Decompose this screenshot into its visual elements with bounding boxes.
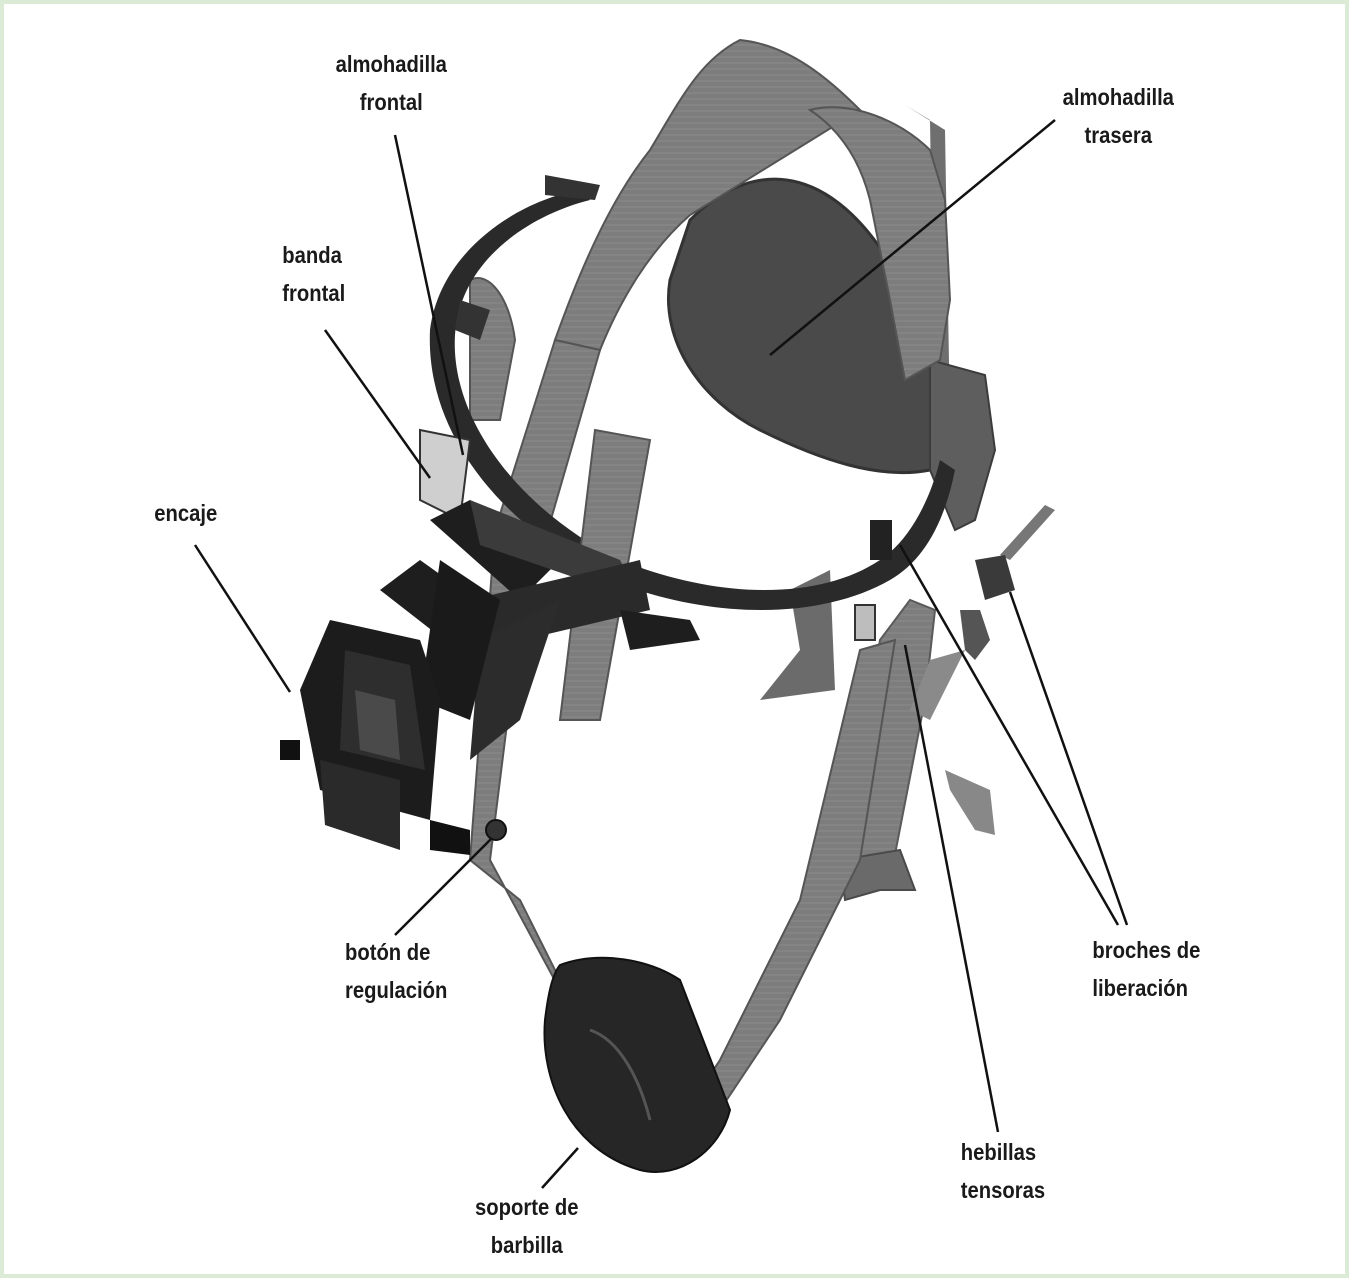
label-boton-regulacion-line2: regulación — [345, 971, 447, 1009]
leader-broches-2 — [900, 545, 1118, 925]
label-almohadilla-trasera-line2: trasera — [1063, 116, 1174, 154]
label-hebillas-tensoras: hebillas tensoras — [961, 1133, 1045, 1209]
label-almohadilla-frontal-line2: frontal — [336, 83, 447, 121]
label-soporte-barbilla-line1: soporte de — [475, 1188, 578, 1226]
leader-banda-frontal — [325, 330, 430, 478]
label-boton-regulacion: botón de regulación — [345, 933, 447, 1009]
leader-hebillas-tensoras — [905, 645, 998, 1132]
label-banda-frontal-line2: frontal — [282, 274, 345, 312]
label-banda-frontal: banda frontal — [282, 236, 345, 312]
tension-buckle-shape — [855, 605, 875, 640]
label-hebillas-tensoras-line2: tensoras — [961, 1171, 1045, 1209]
label-banda-frontal-line1: banda — [282, 236, 345, 274]
release-buckle-shape — [870, 520, 892, 560]
leader-soporte-barbilla — [542, 1148, 578, 1188]
label-encaje-line1: encaje — [154, 494, 217, 532]
label-almohadilla-frontal-line1: almohadilla — [336, 45, 447, 83]
label-almohadilla-trasera: almohadilla trasera — [1063, 78, 1174, 154]
leader-encaje — [195, 545, 290, 692]
label-soporte-barbilla: soporte de barbilla — [475, 1188, 578, 1264]
leader-broches-1 — [1010, 592, 1127, 925]
label-broches-liberacion: broches de liberación — [1092, 931, 1200, 1007]
label-boton-regulacion-line1: botón de — [345, 933, 447, 971]
label-encaje: encaje — [154, 494, 217, 532]
chin-cup-shape — [544, 958, 730, 1172]
label-almohadilla-frontal: almohadilla frontal — [336, 45, 447, 121]
label-broches-liberacion-line1: broches de — [1092, 931, 1200, 969]
label-almohadilla-trasera-line1: almohadilla — [1063, 78, 1174, 116]
leader-boton-regulacion — [395, 838, 492, 935]
label-hebillas-tensoras-line1: hebillas — [961, 1133, 1045, 1171]
label-broches-liberacion-line2: liberación — [1092, 969, 1200, 1007]
label-soporte-barbilla-line2: barbilla — [475, 1226, 578, 1264]
